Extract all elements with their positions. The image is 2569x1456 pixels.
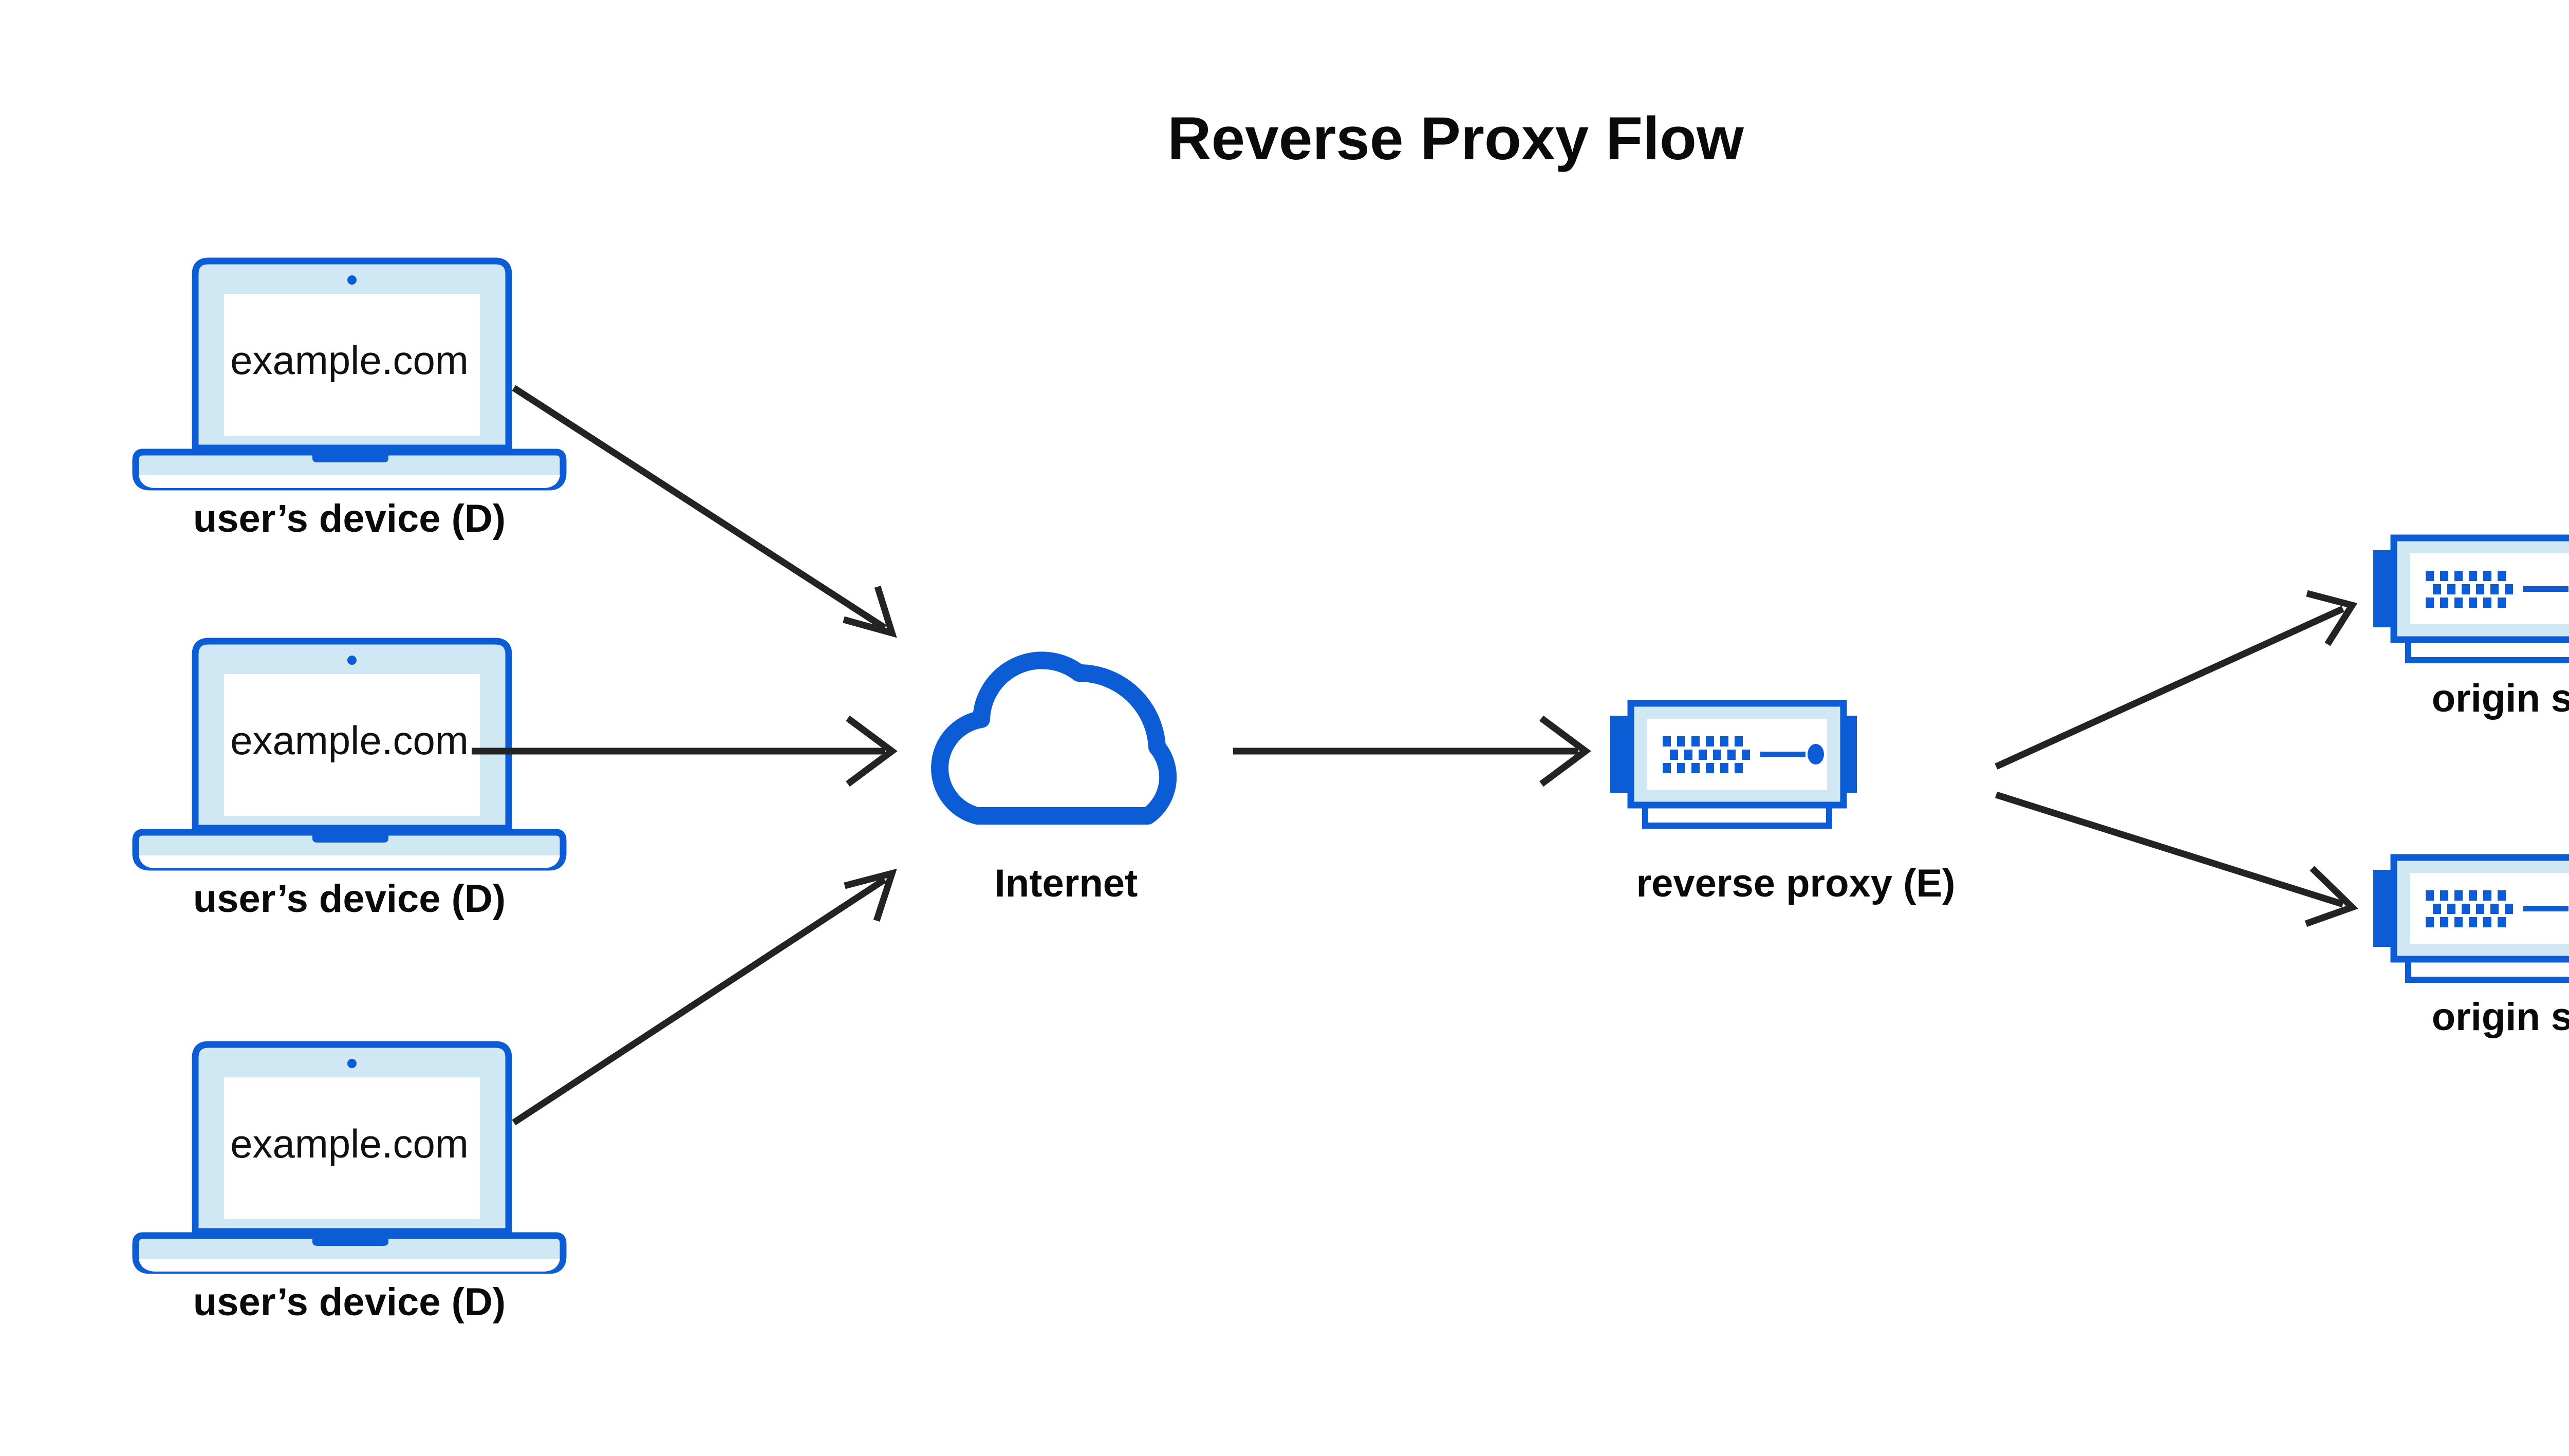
flow-arrow-internet-to-proxy: [1233, 715, 1591, 787]
flow-arrow-proxy-to-origin2: [1995, 791, 2359, 927]
server-icon: [1610, 703, 1857, 826]
internet-node[interactable]: Internet: [940, 660, 1168, 905]
server-icon: [2373, 857, 2569, 980]
device-screen-text: example.com: [230, 718, 469, 763]
origin-server-1-label: origin server (F): [2432, 677, 2569, 720]
origin-server-2-label: origin server (F): [2432, 995, 2569, 1039]
cloud-icon: [940, 660, 1168, 816]
server-icon: [2373, 538, 2569, 660]
flow-arrow-proxy-to-origin1: [1995, 590, 2358, 770]
origin-server-2-node[interactable]: origin server (F): [2373, 857, 2569, 1039]
user-device-1[interactable]: example.com user’s device (D): [136, 261, 563, 540]
user-device-2-label: user’s device (D): [193, 877, 506, 921]
origin-server-1-node[interactable]: origin server (F): [2373, 538, 2569, 720]
user-device-3[interactable]: example.com user’s device (D): [136, 1044, 563, 1324]
device-screen-text: example.com: [230, 338, 469, 383]
reverse-proxy-label: reverse proxy (E): [1636, 862, 1956, 905]
flow-arrow-device2-to-internet: [472, 715, 898, 787]
device-screen-text: example.com: [230, 1121, 469, 1166]
reverse-proxy-node[interactable]: reverse proxy (E): [1610, 703, 1956, 905]
internet-label: Internet: [995, 862, 1138, 905]
user-device-3-label: user’s device (D): [193, 1280, 506, 1324]
page-title: Reverse Proxy Flow: [1167, 105, 1744, 173]
user-device-1-label: user’s device (D): [193, 497, 506, 540]
flow-arrow-device3-to-internet: [512, 868, 897, 1126]
user-device-2[interactable]: example.com user’s device (D): [136, 641, 563, 921]
flow-arrow-device1-to-internet: [512, 385, 897, 638]
